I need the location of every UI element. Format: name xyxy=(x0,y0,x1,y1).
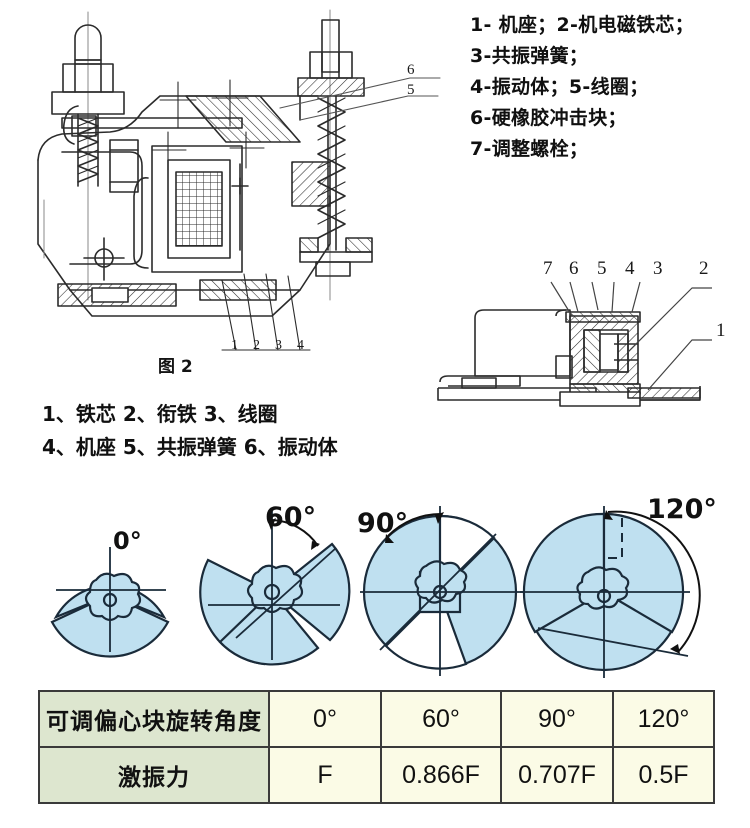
main-callout-3: 3 xyxy=(275,338,282,353)
angle-label-120: 120° xyxy=(647,494,717,525)
component-list-text: 1、铁芯 2、衔铁 3、线圈 4、机座 5、共振弹簧 6、振动体 xyxy=(42,398,472,464)
component-list-line: 1、铁芯 2、衔铁 3、线圈 xyxy=(42,402,278,426)
table-cell: 0.866F xyxy=(380,746,502,804)
table-row-header: 可调偏心块旋转角度 xyxy=(38,690,270,748)
table-row: 激振力 F 0.866F 0.707F 0.5F xyxy=(38,746,715,804)
angle-label-0: 0° xyxy=(113,527,142,555)
vibrator-body-outline xyxy=(37,79,331,351)
component-list-line: 4、机座 5、共振弹簧 6、振动体 xyxy=(42,435,338,459)
main-callout-2: 2 xyxy=(253,338,260,353)
main-callout-1: 1 xyxy=(231,338,238,353)
excitation-force-table: 可调偏心块旋转角度 0° 60° 90° 120° 激振力 F 0.866F 0… xyxy=(38,690,715,804)
table-cell: F xyxy=(268,746,382,804)
angle-label-60: 60° xyxy=(265,502,317,533)
legend-line: 4-振动体；5-线圈； xyxy=(470,76,649,98)
detail-callout-2: 2 xyxy=(699,258,709,279)
detail-callout-6: 6 xyxy=(569,258,579,279)
table-cell: 120° xyxy=(612,690,715,748)
table-cell: 90° xyxy=(500,690,614,748)
main-callout-5: 5 xyxy=(407,82,415,98)
angle-label-90: 90° xyxy=(357,508,409,539)
eccentric-block-figure-90 xyxy=(360,506,524,676)
detail-callout-1: 1 xyxy=(716,320,726,341)
table-cell: 0.5F xyxy=(612,746,715,804)
main-callout-6: 6 xyxy=(407,62,415,78)
eccentric-block-figure-0 xyxy=(50,547,170,658)
parts-legend: 1- 机座；2-机电磁铁芯； 3-共振弹簧； 4-振动体；5-线圈； 6-硬橡胶… xyxy=(470,10,742,165)
table-cell: 0.707F xyxy=(500,746,614,804)
right-adjusting-bolt-assembly xyxy=(297,9,373,301)
table-cell: 60° xyxy=(380,690,502,748)
eccentric-block-figure-60 xyxy=(199,508,351,666)
main-callout-4: 4 xyxy=(297,338,304,353)
figure-caption: 图 2 xyxy=(158,357,193,377)
table-cell: 0° xyxy=(268,690,382,748)
detail-callout-5: 5 xyxy=(597,258,607,279)
legend-line: 7-调整螺栓； xyxy=(470,138,589,160)
legend-line: 6-硬橡胶冲击块； xyxy=(470,107,627,129)
legend-line: 1- 机座；2-机电磁铁芯； xyxy=(470,14,695,36)
table-row-header: 激振力 xyxy=(38,746,270,804)
legend-line: 3-共振弹簧； xyxy=(470,45,589,67)
detail-callout-4: 4 xyxy=(625,258,635,279)
eccentric-block-figure-120 xyxy=(520,506,701,678)
table-row: 可调偏心块旋转角度 0° 60° 90° 120° xyxy=(38,690,715,748)
detail-section-drawing xyxy=(437,281,712,407)
main-callout-leaders xyxy=(279,77,441,121)
main-assembly-drawing xyxy=(37,9,441,351)
detail-callout-3: 3 xyxy=(653,258,663,279)
detail-callout-7: 7 xyxy=(543,258,553,279)
